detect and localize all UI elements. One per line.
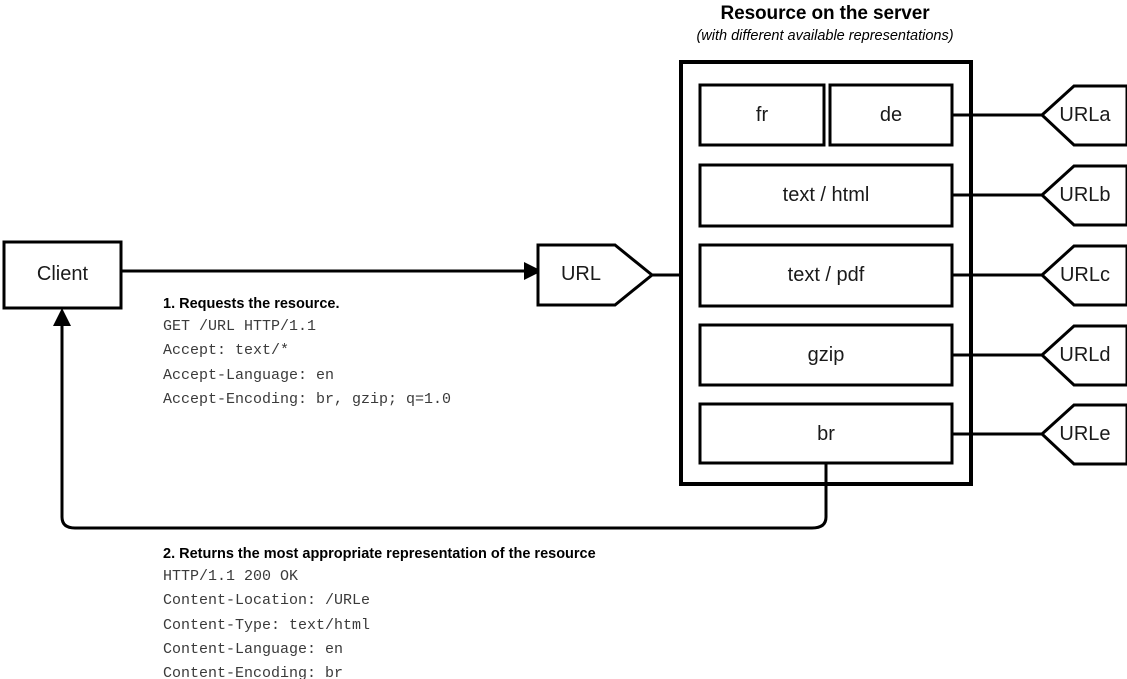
server-title-block: Resource on the server (with different a… xyxy=(665,2,985,46)
url-tag-label-urld: URLd xyxy=(1059,344,1111,366)
page-title: Resource on the server xyxy=(720,3,930,24)
representation-label-text-pdf: text / pdf xyxy=(787,264,865,286)
representation-label-fr: fr xyxy=(755,104,769,126)
url-request-label: URL xyxy=(560,263,601,285)
response-message-block: 2. Returns the most appropriate represen… xyxy=(163,544,596,679)
request-message-block: 1. Requests the resource. GET /URL HTTP/… xyxy=(163,294,451,412)
page-subtitle: (with different available representation… xyxy=(696,28,954,44)
response-arrow-head xyxy=(53,308,71,326)
url-tag-label-urlb: URLb xyxy=(1059,184,1111,206)
request-heading: 1. Requests the resource. xyxy=(163,296,340,312)
response-body: HTTP/1.1 200 OK Content-Location: /URLe … xyxy=(163,568,371,679)
request-body: GET /URL HTTP/1.1 Accept: text/* Accept-… xyxy=(163,318,452,408)
response-heading: 2. Returns the most appropriate represen… xyxy=(163,546,596,562)
representation-label-de: de xyxy=(879,104,903,126)
url-tag-label-urlc: URLc xyxy=(1059,264,1110,286)
url-tag-label-urle: URLe xyxy=(1059,423,1111,445)
representation-label-gzip: gzip xyxy=(807,344,845,366)
url-tag-label-urla: URLa xyxy=(1059,104,1111,126)
representation-label-br: br xyxy=(817,423,835,445)
representation-label-text-html: text / html xyxy=(782,184,870,206)
client-label: Client xyxy=(36,263,89,285)
